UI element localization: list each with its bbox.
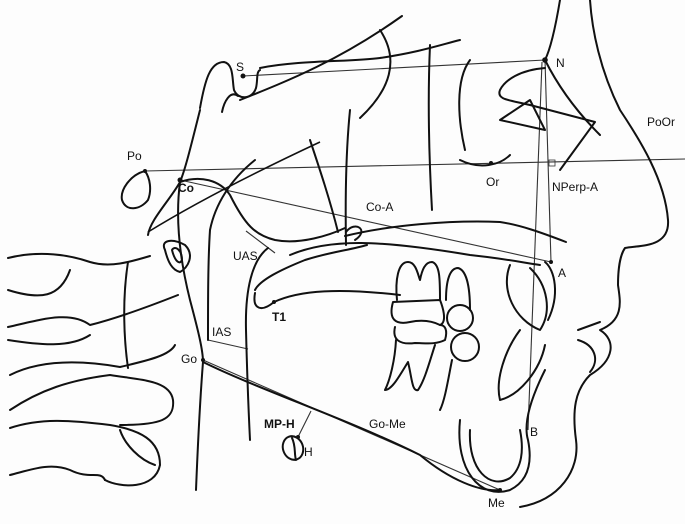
landmark-n <box>542 57 548 63</box>
label-nperp-a: NPerp-A <box>552 180 599 194</box>
label-go: Go <box>181 352 198 366</box>
premolar-root <box>439 359 453 411</box>
uas-line <box>245 230 276 254</box>
label-a: A <box>558 266 567 280</box>
co-a-line <box>179 179 552 263</box>
pns-loop <box>345 225 363 241</box>
upper-incisor <box>505 264 548 331</box>
lower-molar-roots <box>384 339 436 392</box>
lower-lip <box>577 339 597 373</box>
landmark-h <box>296 435 300 439</box>
lower-molar-crown <box>393 324 448 345</box>
label-co-a: Co-A <box>366 200 394 214</box>
landmark-a <box>549 260 553 264</box>
label-h: H <box>304 445 313 459</box>
nasal-cavity <box>498 67 546 106</box>
incisor-labial <box>544 261 556 321</box>
landmark-co <box>177 177 183 183</box>
condyle-ramus-line <box>147 141 321 233</box>
vertebra-c2 <box>9 374 175 426</box>
upper-molar-roots <box>395 261 441 301</box>
landmark-po <box>143 169 147 173</box>
mp-h-line <box>297 410 312 438</box>
symphysis-outer <box>458 369 546 493</box>
hard-palate <box>289 242 541 266</box>
label-t1: T1 <box>272 310 287 324</box>
upper-premolar <box>445 267 471 311</box>
vertebra-c3 <box>9 419 161 487</box>
upper-molar-crown <box>390 299 446 326</box>
sn-line <box>242 59 546 77</box>
pterygoid-2 <box>344 109 351 246</box>
vertebra-line-5 <box>9 344 176 376</box>
vertebra-c4 <box>9 465 106 481</box>
pterygoid-1 <box>309 139 339 233</box>
label-po: Po <box>127 149 142 163</box>
orbit-triangle <box>499 99 546 131</box>
label-me: Me <box>488 496 505 510</box>
label-co: Co <box>178 181 194 195</box>
right-angle-marker <box>548 159 556 167</box>
landmark-t1 <box>272 300 276 304</box>
label-mp-h: MP-H <box>264 417 295 431</box>
symphysis-inner <box>468 429 523 483</box>
ramus-posterior <box>177 181 204 491</box>
landmark-or <box>489 161 493 165</box>
label-s: S <box>236 60 245 74</box>
porion-outline <box>120 170 152 210</box>
lower-incisor <box>497 329 546 401</box>
orbital-wall <box>427 44 433 211</box>
palatal-plane <box>344 220 567 243</box>
soft-palate <box>254 244 368 291</box>
coronoid-notch <box>179 177 346 243</box>
label-go-me: Go-Me <box>369 417 406 431</box>
label-ias: IAS <box>212 325 232 339</box>
poor-line <box>144 158 685 172</box>
label-or: Or <box>486 175 500 189</box>
ias-line <box>207 339 249 350</box>
anterior-cranial-base <box>259 39 461 69</box>
hyoid-bone <box>281 435 305 461</box>
landmark-go <box>201 358 205 362</box>
landmark-s <box>240 73 246 79</box>
sella-turcica <box>199 61 261 109</box>
orbitale-curve <box>459 154 511 167</box>
label-n: N <box>556 56 565 70</box>
soft-tissue-profile <box>519 0 670 508</box>
vertebra-line-3 <box>7 294 179 328</box>
vertebra-body-1 <box>123 261 129 369</box>
dens <box>162 239 191 273</box>
dens-inner <box>171 247 183 264</box>
premolar-crown-2 <box>450 332 480 362</box>
premolar-crown-1 <box>446 304 474 332</box>
landmark-me <box>498 488 502 492</box>
vertebra-line-1 <box>7 252 151 266</box>
vertebra-inner <box>119 429 156 466</box>
pharynx-wall <box>244 247 269 441</box>
n-b-line <box>527 61 543 431</box>
label-b: B <box>530 425 539 439</box>
label-poor: PoOr <box>647 115 676 129</box>
vertebra-line-2 <box>7 269 71 297</box>
pharynx-anterior <box>207 159 256 341</box>
label-uas: UAS <box>233 249 258 263</box>
clinoid <box>221 93 239 113</box>
orbital-roof-1 <box>359 29 392 119</box>
nasal-line <box>529 104 596 171</box>
nperp-line <box>544 59 552 263</box>
hyoid-inner <box>291 437 297 461</box>
tongue-dorsum <box>253 290 401 310</box>
orbital-wall-2 <box>458 59 471 151</box>
mandible-inferior-border <box>202 361 501 492</box>
lip-line <box>577 321 601 331</box>
vertebra-line-4 <box>7 334 91 346</box>
